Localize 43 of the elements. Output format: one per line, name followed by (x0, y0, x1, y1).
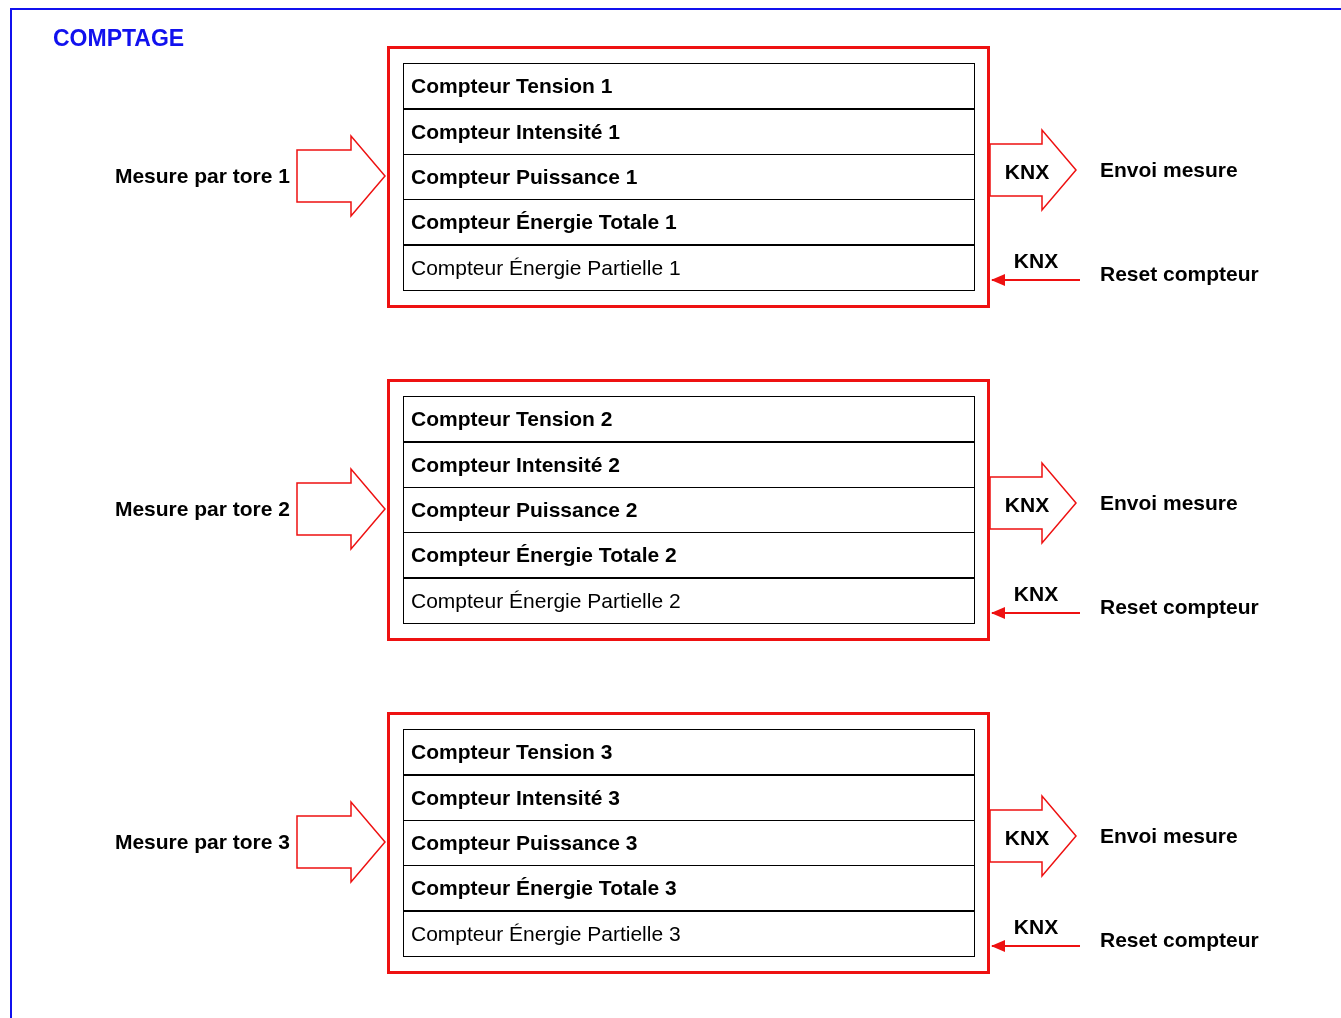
counter-row: Compteur Intensité 2 (403, 441, 975, 489)
counter-row: Compteur Puissance 1 (403, 153, 975, 201)
counter-row: Compteur Énergie Partielle 1 (403, 244, 975, 291)
arrow (991, 607, 1081, 619)
arrow (991, 274, 1081, 286)
signal-label: Reset compteur (1100, 587, 1300, 627)
signal-label: Reset compteur (1100, 254, 1300, 294)
counter-group-frame (387, 379, 990, 641)
counter-row: Compteur Énergie Partielle 3 (403, 910, 975, 957)
block-arrow (989, 460, 1077, 546)
counter-row: Compteur Tension 2 (403, 396, 975, 443)
counter-group-frame (387, 46, 990, 308)
block-arrow (296, 466, 386, 552)
edge-label: KNX (1013, 915, 1059, 939)
counter-row: Compteur Énergie Totale 1 (403, 198, 975, 246)
signal-label: Mesure par tore 2 (60, 489, 290, 529)
counter-row: Compteur Énergie Partielle 2 (403, 577, 975, 624)
counter-row: Compteur Intensité 3 (403, 774, 975, 822)
signal-label: Envoi mesure (1100, 816, 1300, 856)
counter-row: Compteur Énergie Totale 3 (403, 864, 975, 912)
block-arrow (989, 127, 1077, 213)
counter-group-frame (387, 712, 990, 974)
signal-label: Envoi mesure (1100, 483, 1300, 523)
block-arrow (296, 133, 386, 219)
edge-label: KNX (1013, 249, 1059, 273)
edge-label: KNX (1004, 493, 1050, 517)
counter-row: Compteur Puissance 3 (403, 819, 975, 867)
signal-label: Mesure par tore 1 (60, 156, 290, 196)
counter-row: Compteur Intensité 1 (403, 108, 975, 156)
edge-label: KNX (1013, 582, 1059, 606)
signal-label: Envoi mesure (1100, 150, 1300, 190)
edge-label: KNX (1004, 826, 1050, 850)
block-arrow (989, 793, 1077, 879)
block-arrow (296, 799, 386, 885)
signal-label: Mesure par tore 3 (60, 822, 290, 862)
counter-row: Compteur Tension 3 (403, 729, 975, 776)
arrow (991, 940, 1081, 952)
counter-row: Compteur Puissance 2 (403, 486, 975, 534)
title: COMPTAGE (53, 25, 185, 52)
counter-row: Compteur Tension 1 (403, 63, 975, 110)
counter-row: Compteur Énergie Totale 2 (403, 531, 975, 579)
signal-label: Reset compteur (1100, 920, 1300, 960)
edge-label: KNX (1004, 160, 1050, 184)
